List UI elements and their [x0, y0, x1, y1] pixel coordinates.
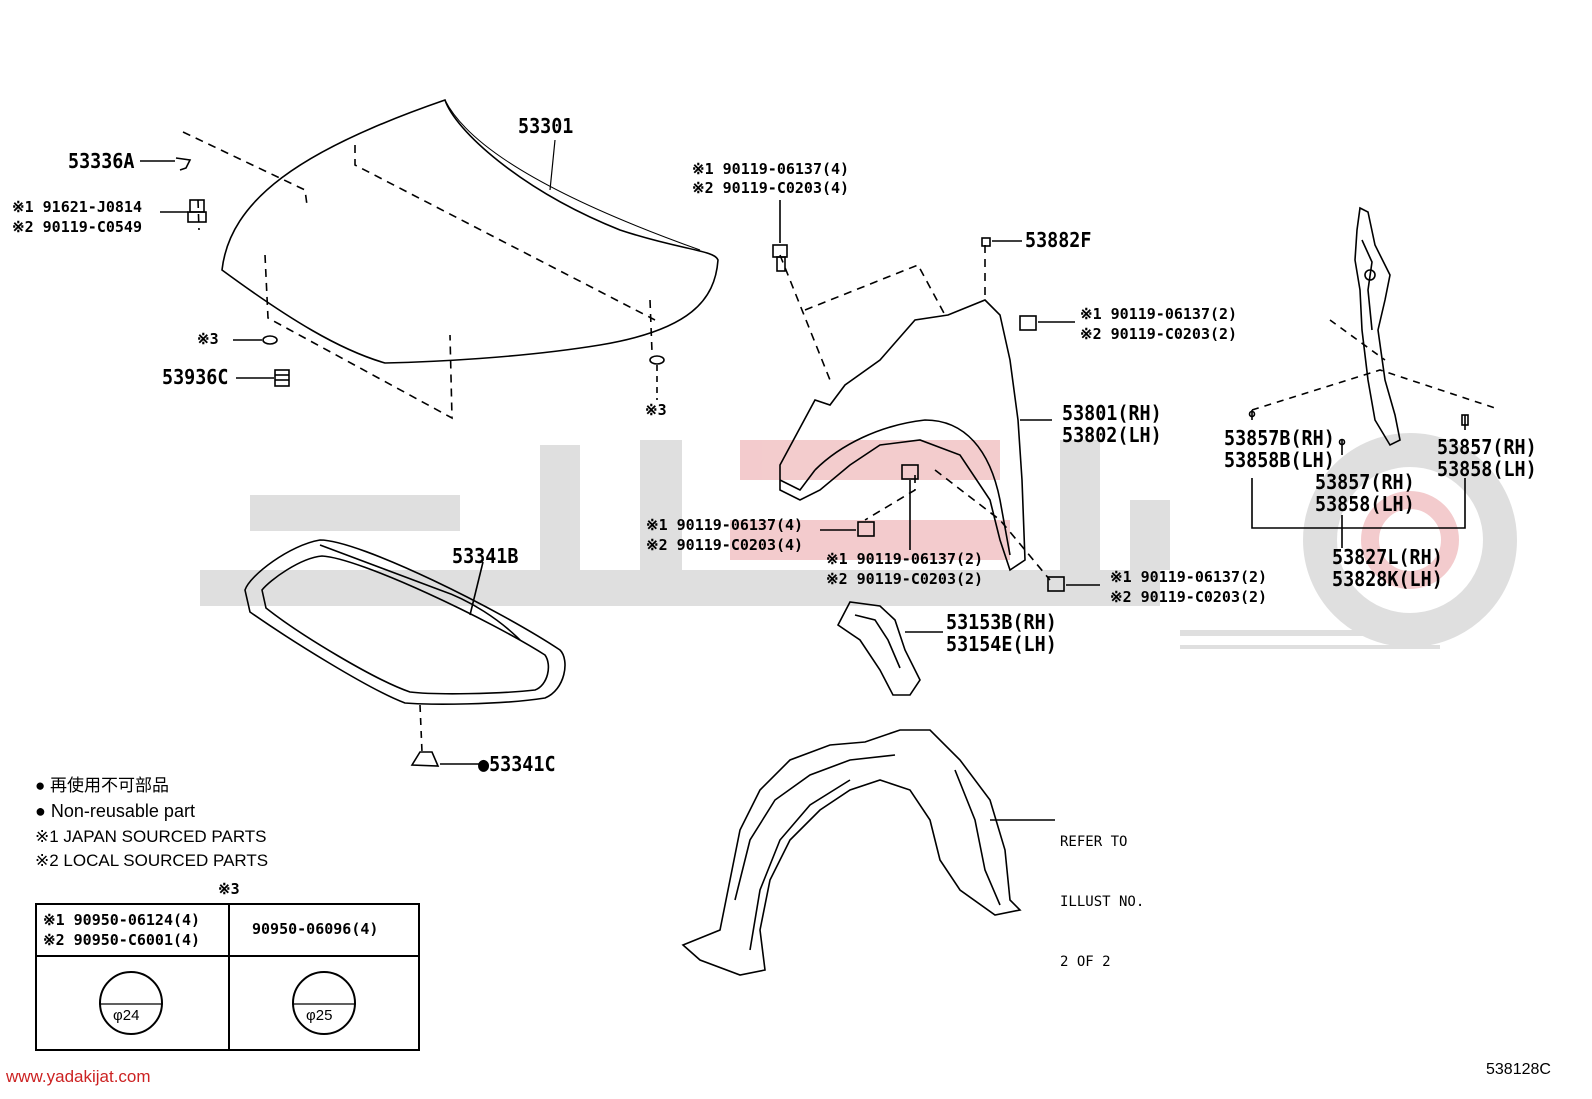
label-retainer2-lh: 53858(LH)	[1437, 457, 1537, 481]
label-seal-lh: 53154E(LH)	[946, 632, 1057, 656]
label-insulator-clip: ●53341C	[478, 752, 556, 776]
label-hood-bolt-local: ※2 90119-C0549	[12, 218, 142, 236]
bracket-53827l-shape	[1354, 206, 1401, 447]
fender-bolt-top-shape	[772, 244, 788, 272]
refer-note: REFER TO ILLUST NO. 2 OF 2	[1060, 792, 1144, 992]
label-hood-bolt-jp: ※1 91621-J0814	[12, 198, 142, 216]
clip-53341c-shape	[410, 751, 440, 767]
website-link[interactable]: www.yadakijat.com	[6, 1067, 151, 1086]
clip-53336a-shape	[175, 157, 192, 171]
label-fender-rh: 53801(RH)	[1062, 401, 1162, 425]
hood-guide-lines	[182, 131, 656, 420]
label-fender-bolt-left-local: ※2 90119-C0203(4)	[646, 536, 804, 554]
label-hood-53301: 53301	[518, 114, 574, 138]
label-fender-bolt-low-jp: ※1 90119-06137(2)	[1110, 568, 1268, 586]
label-fender-bolt-mid-local: ※2 90119-C0203(2)	[826, 570, 984, 588]
note3-title: ※3	[218, 880, 240, 898]
label-retainer-lh: 53858(LH)	[1315, 492, 1415, 516]
label-fender-bolt-right-jp: ※1 90119-06137(2)	[1080, 305, 1238, 323]
note3-left-ring	[99, 971, 163, 1035]
label-fender-bolt-left-jp: ※1 90119-06137(4)	[646, 516, 804, 534]
refer-line-2: ILLUST NO.	[1060, 894, 1145, 910]
fender-bolt-left-shape	[857, 521, 875, 537]
cushion-53936c-shape	[274, 369, 290, 387]
label-fender-bolt-low-local: ※2 90119-C0203(2)	[1110, 588, 1268, 606]
note3-right-header: 90950-06096(4)	[230, 905, 418, 957]
fender-bolt-right-shape	[1019, 315, 1037, 331]
label-fender-bolt-mid-jp: ※1 90119-06137(2)	[826, 550, 984, 568]
label-retainer-b-lh: 53858B(LH)	[1224, 448, 1335, 472]
legend-non-reusable-en: ● Non-reusable part	[35, 801, 195, 821]
label-seal-rh: 53153B(RH)	[946, 610, 1057, 634]
hood-53301	[221, 98, 719, 364]
note3-right-column: 90950-06096(4) φ25	[230, 905, 418, 1049]
fender-bolt-mid-shape	[901, 464, 919, 480]
legend-japan-sourced: ※1 JAPAN SOURCED PARTS	[35, 827, 267, 846]
label-fender-lh: 53802(LH)	[1062, 423, 1162, 447]
label-fender-bolt-top-local: ※2 90119-C0203(4)	[692, 179, 850, 197]
note3-left-header: ※1 90950-06124(4) ※2 90950-C6001(4)	[37, 905, 228, 957]
label-retainer-rh: 53857(RH)	[1315, 470, 1415, 494]
label-hood-note-left: ※3	[197, 330, 219, 348]
note3-left-local: ※2 90950-C6001(4)	[43, 931, 201, 949]
label-retainer-b-rh: 53857B(RH)	[1224, 426, 1335, 450]
label-insulator: 53341B	[452, 544, 519, 568]
note3-right-diameter: φ25	[306, 1007, 333, 1024]
refer-line-1: REFER TO	[1060, 834, 1128, 850]
legend-non-reusable-cn: ● 再使用不可部品	[35, 776, 169, 795]
bracket-guide-lines	[1251, 319, 1496, 411]
label-fender-bolt-top-jp: ※1 90119-06137(4)	[692, 160, 850, 178]
note3-right-part: 90950-06096(4)	[252, 920, 379, 938]
note3-left-diameter: φ24	[113, 1007, 140, 1024]
label-hood-cushion: 53936C	[162, 365, 229, 389]
insulator-53341b-shape	[244, 539, 566, 705]
label-fender-clip: 53882F	[1025, 228, 1092, 252]
note3-table: ※1 90950-06124(4) ※2 90950-C6001(4) φ24 …	[35, 903, 420, 1051]
label-hood-lock-clip: 53336A	[68, 149, 135, 173]
fender-bolt-low-shape	[1047, 576, 1065, 592]
fender-liner-shape	[681, 729, 1022, 976]
illustration-code: 538128C	[1486, 1061, 1551, 1078]
label-hood-note-right: ※3	[645, 401, 667, 419]
label-fender-bolt-right-local: ※2 90119-C0203(2)	[1080, 325, 1238, 343]
note3-left-column: ※1 90950-06124(4) ※2 90950-C6001(4) φ24	[37, 905, 230, 1049]
seal-53153b-shape	[836, 601, 921, 696]
note3-right-ring	[292, 971, 356, 1035]
note3-left-jp: ※1 90950-06124(4)	[43, 911, 201, 929]
hood-bolt-shape	[187, 199, 207, 223]
label-bracket-rh: 53827L(RH)	[1332, 545, 1443, 569]
legend-local-sourced: ※2 LOCAL SOURCED PARTS	[35, 851, 269, 870]
label-bracket-lh: 53828K(LH)	[1332, 567, 1443, 591]
label-retainer2-rh: 53857(RH)	[1437, 435, 1537, 459]
refer-line-3: 2 OF 2	[1060, 954, 1111, 970]
fender-shape	[779, 299, 1026, 572]
fender-guide-lines	[779, 245, 1051, 581]
